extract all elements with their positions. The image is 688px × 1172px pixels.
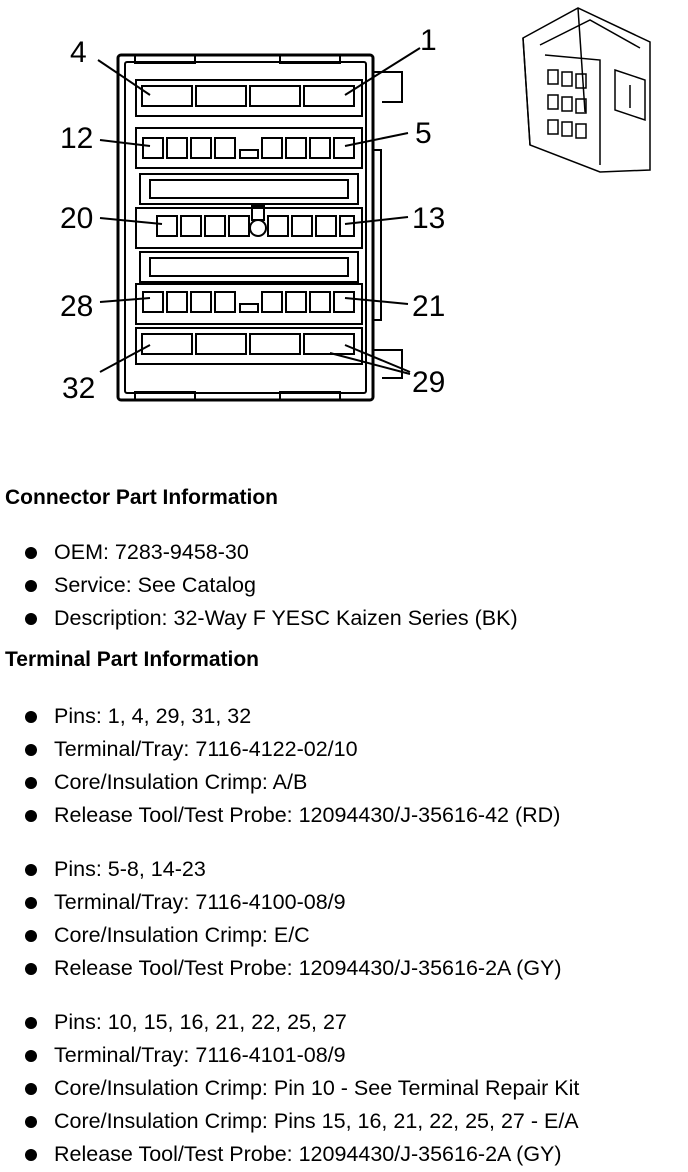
callout-pin-21: 21 (412, 290, 445, 323)
bullet-icon (25, 897, 37, 909)
callout-pin-1: 1 (420, 24, 437, 57)
bullet-icon (25, 777, 37, 789)
cavity-row-13-20 (135, 207, 363, 249)
list-item: Service: See Catalog (0, 569, 518, 602)
bullet-icon (25, 711, 37, 723)
bullet-icon (25, 613, 37, 625)
list-item: Release Tool/Test Probe: 12094430/J-3561… (0, 952, 562, 985)
bullet-icon (25, 580, 37, 592)
list-item: Core/Insulation Crimp: Pins 15, 16, 21, … (0, 1105, 579, 1138)
list-item: Terminal/Tray: 7116-4122-02/10 (0, 733, 560, 766)
connector-part-info-heading: Connector Part Information (5, 486, 279, 509)
terminal-part-info-heading: Terminal Part Information (5, 648, 259, 671)
bullet-icon (25, 1050, 37, 1062)
connector-face-diagram: 4 1 12 5 20 13 28 21 32 29 (60, 7, 651, 405)
bullet-icon (25, 810, 37, 822)
bullet-icon (25, 744, 37, 756)
bullet-icon (25, 930, 37, 942)
callout-pin-12: 12 (60, 122, 93, 155)
bullet-icon (25, 1116, 37, 1128)
callout-pin-29: 29 (412, 366, 445, 399)
list-item: Release Tool/Test Probe: 12094430/J-3561… (0, 1138, 579, 1171)
cavity-row-21-28 (135, 283, 363, 325)
cavity-row-1-4 (135, 79, 363, 117)
bullet-icon (25, 547, 37, 559)
list-item: Pins: 1, 4, 29, 31, 32 (0, 700, 560, 733)
list-item: Core/Insulation Crimp: A/B (0, 766, 560, 799)
list-item: Terminal/Tray: 7116-4100-08/9 (0, 886, 562, 919)
bullet-icon (25, 1017, 37, 1029)
list-item: Description: 32-Way F YESC Kaizen Series… (0, 602, 518, 635)
list-item: Release Tool/Test Probe: 12094430/J-3561… (0, 799, 560, 832)
terminal-group-3-list: Pins: 10, 15, 16, 21, 22, 25, 27 Termina… (0, 1006, 579, 1171)
list-item: Pins: 10, 15, 16, 21, 22, 25, 27 (0, 1006, 579, 1039)
connector-part-info-list: OEM: 7283-9458-30 Service: See Catalog D… (0, 536, 518, 635)
terminal-group-2-list: Pins: 5-8, 14-23 Terminal/Tray: 7116-410… (0, 853, 562, 985)
bullet-icon (25, 1149, 37, 1161)
list-item: Core/Insulation Crimp: E/C (0, 919, 562, 952)
list-item: OEM: 7283-9458-30 (0, 536, 518, 569)
bullet-icon (25, 1083, 37, 1095)
callout-pin-20: 20 (60, 202, 93, 235)
bullet-icon (25, 963, 37, 975)
list-item: Pins: 5-8, 14-23 (0, 853, 562, 886)
bullet-icon (25, 864, 37, 876)
list-item: Core/Insulation Crimp: Pin 10 - See Term… (0, 1072, 579, 1105)
callout-pin-28: 28 (60, 290, 93, 323)
callout-pin-4: 4 (70, 36, 87, 69)
terminal-group-1-list: Pins: 1, 4, 29, 31, 32 Terminal/Tray: 71… (0, 700, 560, 832)
cavity-row-5-12 (135, 127, 363, 169)
leader-lines (97, 47, 421, 375)
list-item: Terminal/Tray: 7116-4101-08/9 (0, 1039, 579, 1072)
callout-pin-13: 13 (412, 202, 445, 235)
cavity-row-29-32 (135, 327, 363, 365)
connector-isometric-view (522, 7, 651, 173)
callout-pin-5: 5 (415, 117, 432, 150)
callout-pin-32: 32 (62, 372, 95, 405)
